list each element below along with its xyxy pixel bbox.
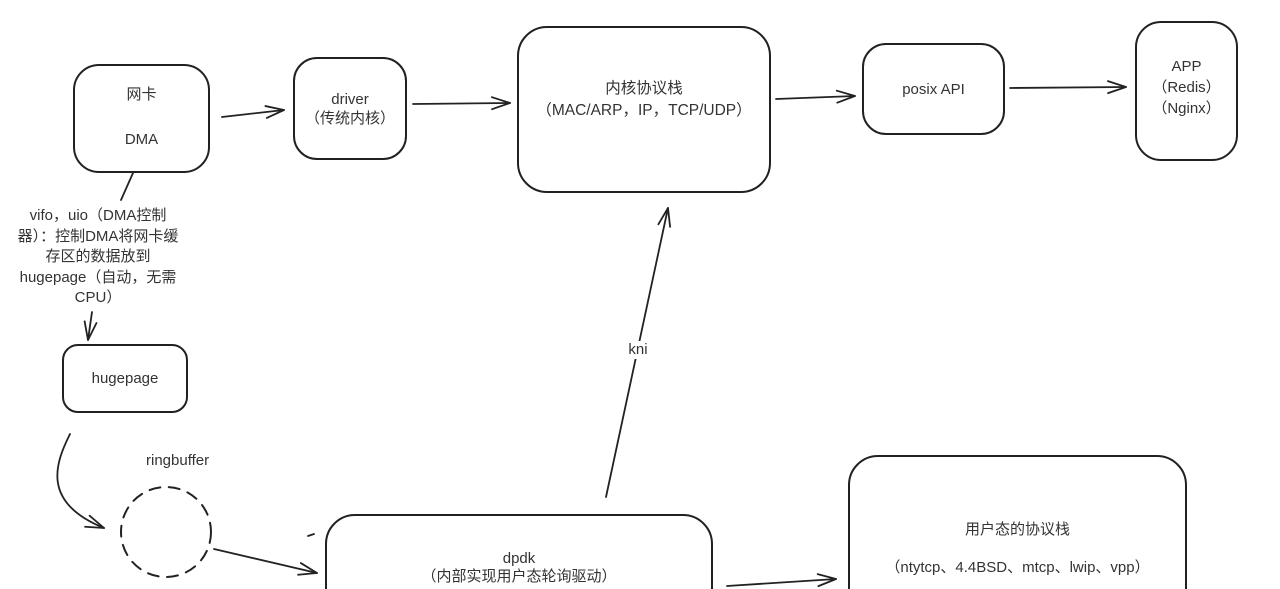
stray-mark (307, 533, 315, 537)
kernel-stack-subtitle: （MAC/ARP，IP，TCP/UDP） (536, 101, 752, 119)
node-posix-api: posix API (862, 43, 1005, 135)
dma-note-line-5: CPU） (74, 289, 122, 306)
app-title: APP (1171, 57, 1202, 75)
dma-note-line-4: hugepage（自动，无需 (19, 268, 177, 286)
app-subtitle-redis: （Redis） (1152, 78, 1221, 96)
app-subtitle-nginx: （Nginx） (1152, 99, 1221, 117)
node-kernel-stack: 内核协议栈 （MAC/ARP，IP，TCP/UDP） (517, 26, 771, 193)
line-nic-to-note (120, 172, 134, 201)
arrow-ringbuffer-to-dpdk (213, 548, 318, 576)
ringbuffer-label: ringbuffer (146, 452, 210, 469)
ringbuffer-circle (120, 486, 212, 578)
node-hugepage: hugepage (62, 344, 188, 413)
arrow-driver-to-kernel (412, 96, 511, 111)
kernel-stack-title: 内核协议栈 (605, 79, 683, 97)
kni-edge-label: kni (618, 341, 658, 359)
arrow-posix-to-app (1009, 80, 1127, 95)
driver-title: driver (331, 90, 369, 108)
dma-control-note: vifo，uio（DMA控制 器）：控制DMA将网卡缓 存区的数据放到 huge… (0, 206, 196, 309)
nic-title: 网卡 (126, 85, 157, 103)
node-driver: driver （传统内核） (293, 57, 407, 160)
dpdk-title: dpdk (502, 550, 536, 567)
node-user-stack: 用户态的协议栈 （ntytcp、4.4BSD、mtcp、lwip、vpp） (848, 455, 1187, 589)
hugepage-label: hugepage (91, 370, 159, 387)
dma-note-line-2: 器）：控制DMA将网卡缓 (17, 227, 179, 245)
posix-api-label: posix API (902, 80, 965, 98)
node-nic: 网卡 DMA (73, 64, 210, 173)
driver-subtitle: （传统内核） (304, 109, 395, 127)
node-dpdk: dpdk （内部实现用户态轮询驱动） (325, 514, 713, 589)
arrow-note-to-hugepage (83, 311, 98, 341)
user-stack-subtitle: （ntytcp、4.4BSD、mtcp、lwip、vpp） (885, 559, 1150, 576)
arrow-nic-to-driver (221, 105, 285, 119)
node-app: APP （Redis） （Nginx） (1135, 21, 1238, 161)
arrow-hugepage-to-ringbuffer (56, 433, 105, 529)
dma-note-line-3: 存区的数据放到 (45, 248, 151, 265)
arrow-kernel-to-posix (775, 89, 856, 104)
dma-note-line-1: vifo，uio（DMA控制 (29, 207, 167, 224)
user-stack-title: 用户态的协议栈 (964, 521, 1070, 538)
dpdk-subtitle: （内部实现用户态轮询驱动） (421, 567, 617, 585)
nic-subtitle: DMA (124, 130, 159, 148)
arrow-dpdk-to-userstack (726, 573, 837, 588)
